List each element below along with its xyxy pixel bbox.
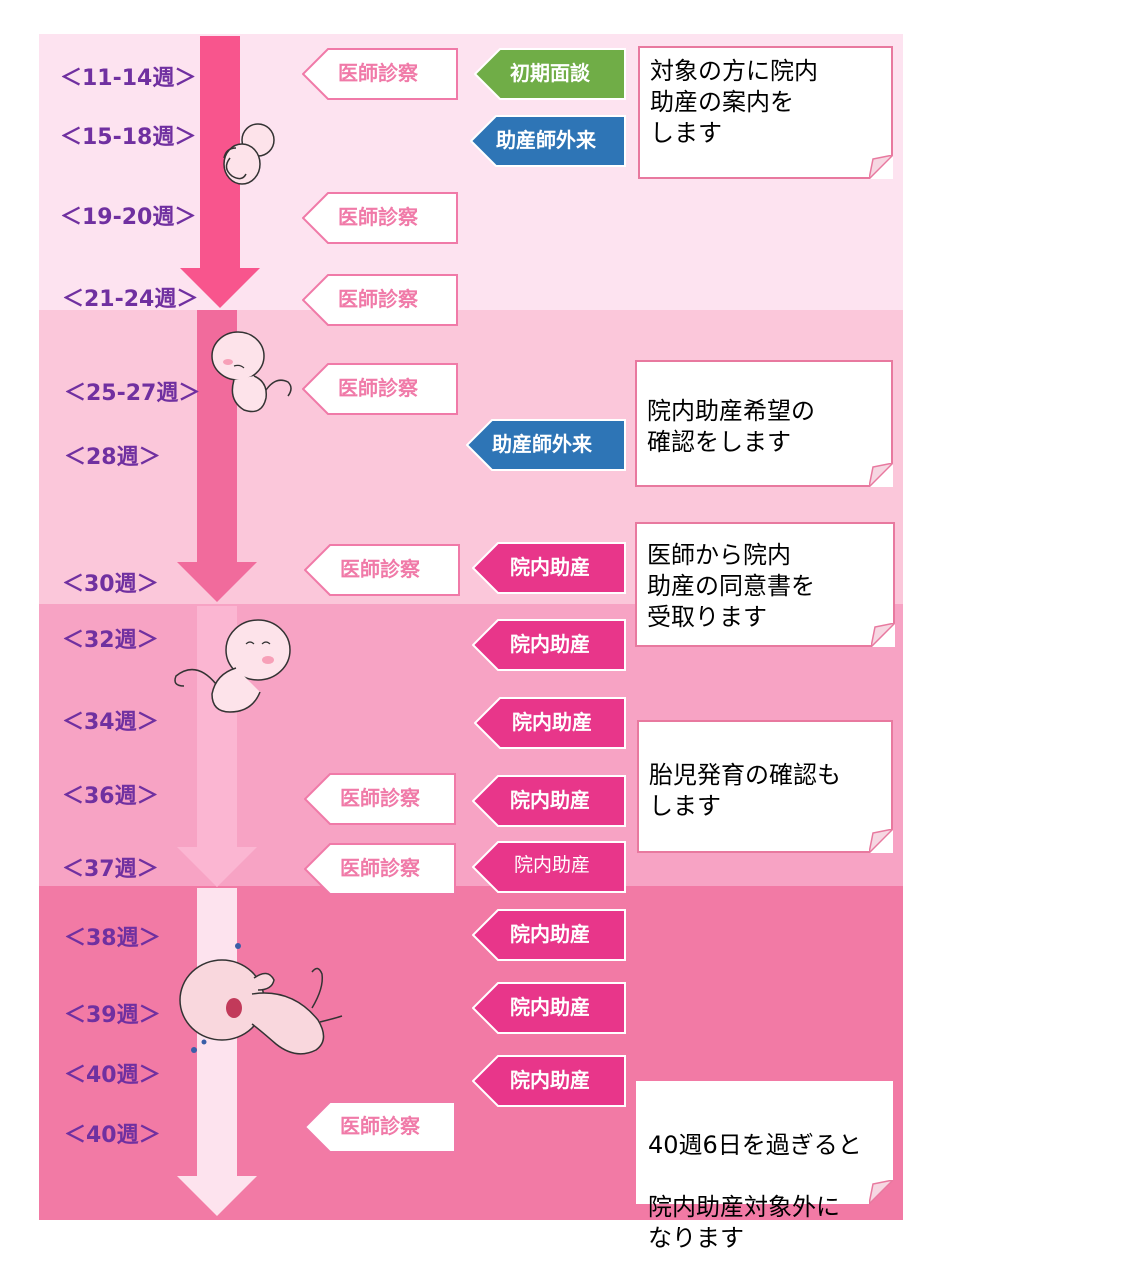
in-hospital-midwifery-tag: 院内助産 xyxy=(474,697,626,749)
note-fold-corner xyxy=(871,623,895,647)
week-label-19-20: ＜19-20週＞ xyxy=(60,205,197,230)
note-text-rest: 院内助産対象外に なります xyxy=(648,1193,840,1252)
doctor-exam-label: 医師診察 xyxy=(338,376,418,400)
doctor-exam-tag: 医師診察 xyxy=(304,773,456,825)
week-label-30: ＜30週＞ xyxy=(62,572,159,597)
doctor-exam-label: 医師診察 xyxy=(340,557,420,581)
note-text-line1: 40週6日を過ぎると xyxy=(648,1131,862,1159)
week-label-39: ＜39週＞ xyxy=(64,1003,161,1028)
in-hospital-midwifery-tag: 院内助産 xyxy=(472,982,626,1034)
timeline-arrow-1 xyxy=(180,36,260,308)
note-text: 対象の方に院内 助産の案内を します xyxy=(650,57,818,147)
doctor-exam-label: 医師診察 xyxy=(340,1114,420,1138)
in-hospital-midwifery-label: 院内助産 xyxy=(510,922,590,946)
initial-interview-tag: 初期面談 xyxy=(474,48,626,100)
note-box: 対象の方に院内 助産の案内を します xyxy=(638,46,893,179)
fetus-illustration-1 xyxy=(223,123,275,185)
in-hospital-midwifery-label: 院内助産 xyxy=(510,632,590,656)
doctor-exam-label: 医師診察 xyxy=(338,205,418,229)
week-label-38: ＜38週＞ xyxy=(64,926,161,951)
midwife-outpatient-label: 助産師外来 xyxy=(496,128,596,152)
note-text: 院内助産希望の 確認をします xyxy=(647,397,815,456)
in-hospital-midwifery-tag: 院内助産 xyxy=(472,542,626,594)
in-hospital-midwifery-tag: 院内助産 xyxy=(472,619,626,671)
doctor-exam-label: 医師診察 xyxy=(340,856,420,880)
week-label-15-18: ＜15-18週＞ xyxy=(60,125,197,150)
doctor-exam-tag: 医師診察 xyxy=(304,1101,456,1153)
fetus-illustration-2 xyxy=(211,331,292,413)
week-label-36: ＜36週＞ xyxy=(62,784,159,809)
week-label-37: ＜37週＞ xyxy=(62,857,159,882)
note-fold-corner xyxy=(869,829,893,853)
note-box: 医師から院内 助産の同意書を 受取ります xyxy=(635,522,895,647)
in-hospital-midwifery-label: 院内助産 xyxy=(512,710,592,734)
doctor-exam-tag: 医師診察 xyxy=(302,363,458,415)
doctor-exam-label: 医師診察 xyxy=(340,786,420,810)
in-hospital-midwifery-label: 院内助産 xyxy=(510,788,590,812)
week-label-40-second: ＜40週＞ xyxy=(64,1123,161,1148)
in-hospital-midwifery-tag: 院内助産 xyxy=(472,775,626,827)
doctor-exam-label: 医師診察 xyxy=(338,61,418,85)
in-hospital-midwifery-tag: 院内助産 xyxy=(472,909,626,961)
doctor-exam-tag: 医師診察 xyxy=(304,843,456,895)
in-hospital-midwifery-tag: 院内助産 xyxy=(472,841,626,893)
week-label-21-24: ＜21-24週＞ xyxy=(62,287,199,312)
week-label-32: ＜32週＞ xyxy=(62,628,159,653)
week-label-11-14: ＜11-14週＞ xyxy=(60,66,197,91)
in-hospital-midwifery-label: 院内助産 xyxy=(510,1068,590,1092)
week-label-28: ＜28週＞ xyxy=(64,445,161,470)
midwife-outpatient-label: 助産師外来 xyxy=(492,432,592,456)
doctor-exam-tag: 医師診察 xyxy=(302,192,458,244)
in-hospital-midwifery-label: 院内助産 xyxy=(510,995,590,1019)
week-label-34: ＜34週＞ xyxy=(62,710,159,735)
note-box: 胎児発育の確認も します xyxy=(637,720,893,853)
in-hospital-midwifery-label: 院内助産 xyxy=(510,555,590,579)
in-hospital-midwifery-label: 院内助産 xyxy=(514,855,591,876)
note-fold-corner xyxy=(869,155,893,179)
doctor-exam-tag: 医師診察 xyxy=(302,274,458,326)
initial-interview-label: 初期面談 xyxy=(510,61,590,85)
baby-illustration xyxy=(179,943,343,1055)
week-label-40-first: ＜40週＞ xyxy=(64,1063,161,1088)
note-text: 40週6日を過ぎると 院内助産対象外に なります xyxy=(648,1099,862,1254)
doctor-exam-tag: 医師診察 xyxy=(302,48,458,100)
note-text: 胎児発育の確認も します xyxy=(649,761,841,820)
note-text: 医師から院内 助産の同意書を 受取ります xyxy=(647,541,815,631)
week-label-25-27: ＜25-27週＞ xyxy=(64,381,201,406)
doctor-exam-tag: 医師診察 xyxy=(304,544,460,596)
note-fold-corner xyxy=(869,463,893,487)
in-hospital-midwifery-tag: 院内助産 xyxy=(472,1055,626,1107)
midwife-outpatient-tag: 助産師外来 xyxy=(470,115,626,167)
note-box: 40週6日を過ぎると 院内助産対象外に なります xyxy=(636,1081,893,1252)
doctor-exam-label: 医師診察 xyxy=(338,287,418,311)
note-box: 院内助産希望の 確認をします xyxy=(635,360,893,487)
midwife-outpatient-tag: 助産師外来 xyxy=(466,419,626,471)
note-fold-corner xyxy=(869,1180,893,1204)
fetus-illustration-3 xyxy=(174,619,291,713)
